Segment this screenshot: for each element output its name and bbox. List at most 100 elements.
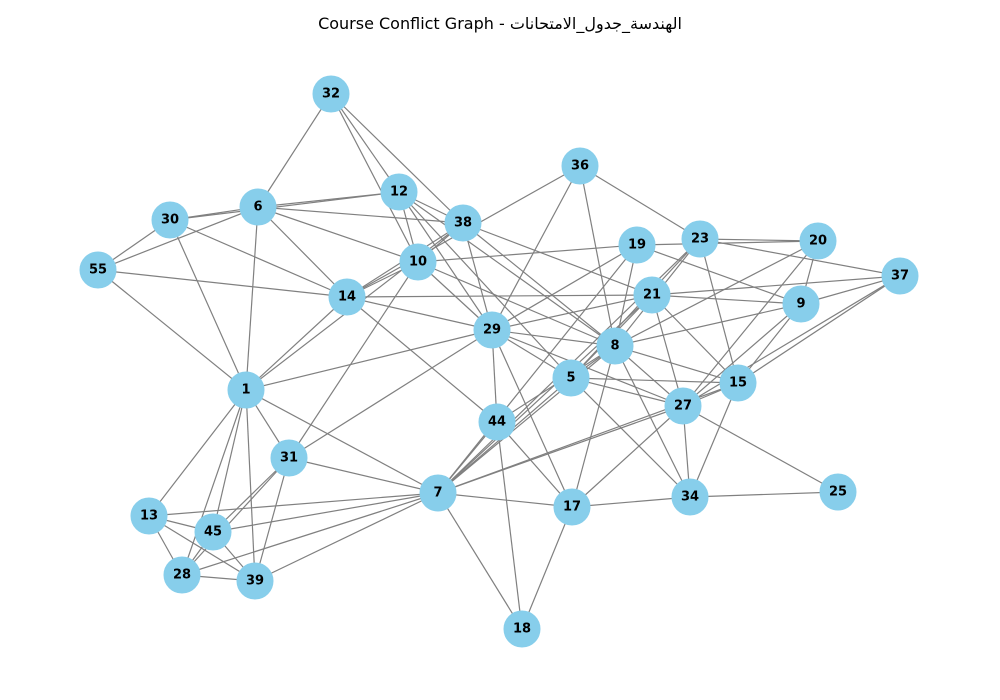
- node-6[interactable]: 6: [239, 188, 277, 226]
- node-label: 18: [513, 622, 531, 637]
- edge-32-6: [257, 93, 332, 208]
- edge-7-17: [437, 492, 573, 508]
- node-23[interactable]: 23: [681, 220, 719, 258]
- node-25[interactable]: 25: [819, 473, 857, 511]
- node-21[interactable]: 21: [633, 276, 671, 314]
- node-circle: [163, 556, 201, 594]
- edge-32-38: [330, 93, 464, 224]
- edge-7-28: [181, 492, 439, 576]
- edge-31-28: [181, 457, 290, 576]
- node-circle: [881, 257, 919, 295]
- node-36[interactable]: 36: [561, 147, 599, 185]
- node-circle: [380, 173, 418, 211]
- node-27[interactable]: 27: [664, 387, 702, 425]
- node-circle: [596, 327, 634, 365]
- node-45[interactable]: 45: [194, 513, 232, 551]
- edge-1-13: [148, 389, 247, 517]
- node-circle: [151, 201, 189, 239]
- edge-36-8: [579, 165, 616, 347]
- edge-8-7: [437, 345, 616, 494]
- node-55[interactable]: 55: [79, 251, 117, 289]
- node-18[interactable]: 18: [503, 610, 541, 648]
- node-label: 20: [809, 234, 827, 249]
- node-17[interactable]: 17: [553, 488, 591, 526]
- node-1[interactable]: 1: [227, 371, 265, 409]
- edge-29-31: [288, 329, 493, 459]
- node-circle: [681, 220, 719, 258]
- edge-12-8: [398, 191, 616, 347]
- edge-6-10: [257, 206, 419, 263]
- edge-21-27: [651, 294, 684, 407]
- edge-31-39: [254, 457, 290, 582]
- node-layer: 32 12 6 30 38 36 19 23 20 55 10 14 21 9 37 29 8 5 15 1 27 44 3…: [79, 75, 919, 648]
- node-circle: [239, 188, 277, 226]
- node-30[interactable]: 30: [151, 201, 189, 239]
- node-label: 45: [204, 525, 222, 540]
- node-9[interactable]: 9: [782, 285, 820, 323]
- node-15[interactable]: 15: [719, 364, 757, 402]
- edge-29-1: [245, 329, 493, 391]
- node-label: 23: [691, 232, 709, 247]
- node-circle: [553, 488, 591, 526]
- edge-1-45: [212, 389, 247, 533]
- edge-19-29: [491, 244, 638, 331]
- node-20[interactable]: 20: [799, 222, 837, 260]
- node-label: 5: [566, 371, 575, 386]
- edge-14-44: [346, 296, 498, 423]
- edge-32-12: [330, 93, 400, 193]
- node-circle: [478, 403, 516, 441]
- edge-29-8: [491, 329, 616, 347]
- edge-6-1: [245, 206, 259, 391]
- edge-34-25: [689, 491, 839, 498]
- node-circle: [819, 473, 857, 511]
- edge-23-5: [570, 238, 701, 379]
- node-circle: [312, 75, 350, 113]
- node-38[interactable]: 38: [444, 204, 482, 242]
- node-19[interactable]: 19: [618, 226, 656, 264]
- edge-31-7: [288, 457, 439, 494]
- node-31[interactable]: 31: [270, 439, 308, 477]
- node-circle: [552, 359, 590, 397]
- node-circle: [270, 439, 308, 477]
- edge-30-1: [169, 219, 247, 391]
- node-44[interactable]: 44: [478, 403, 516, 441]
- node-label: 13: [140, 509, 158, 524]
- node-29[interactable]: 29: [473, 311, 511, 349]
- node-12[interactable]: 12: [380, 173, 418, 211]
- edge-1-39: [245, 389, 256, 582]
- edge-21-29: [491, 294, 653, 331]
- edge-10-8: [417, 261, 616, 347]
- node-label: 15: [729, 376, 747, 391]
- node-7[interactable]: 7: [419, 474, 457, 512]
- node-circle: [236, 562, 274, 600]
- node-5[interactable]: 5: [552, 359, 590, 397]
- edge-20-8: [614, 240, 819, 347]
- edge-12-29: [398, 191, 493, 331]
- node-label: 14: [338, 290, 356, 305]
- node-label: 10: [409, 255, 427, 270]
- node-label: 19: [628, 238, 646, 253]
- node-13[interactable]: 13: [130, 497, 168, 535]
- edge-5-34: [570, 377, 691, 498]
- node-8[interactable]: 8: [596, 327, 634, 365]
- node-label: 37: [891, 269, 909, 284]
- edge-37-15: [737, 275, 901, 384]
- edge-5-27: [570, 377, 684, 407]
- node-39[interactable]: 39: [236, 562, 274, 600]
- node-label: 38: [454, 216, 472, 231]
- node-14[interactable]: 14: [328, 278, 366, 316]
- node-28[interactable]: 28: [163, 556, 201, 594]
- node-label: 7: [433, 486, 442, 501]
- node-34[interactable]: 34: [671, 478, 709, 516]
- node-label: 34: [681, 490, 699, 505]
- node-circle: [419, 474, 457, 512]
- edge-17-18: [521, 506, 573, 630]
- node-32[interactable]: 32: [312, 75, 350, 113]
- node-label: 39: [246, 574, 264, 589]
- node-37[interactable]: 37: [881, 257, 919, 295]
- node-10[interactable]: 10: [399, 243, 437, 281]
- edge-30-14: [169, 219, 348, 298]
- edge-5-15: [570, 377, 739, 384]
- node-label: 44: [488, 415, 506, 430]
- node-label: 32: [322, 87, 340, 102]
